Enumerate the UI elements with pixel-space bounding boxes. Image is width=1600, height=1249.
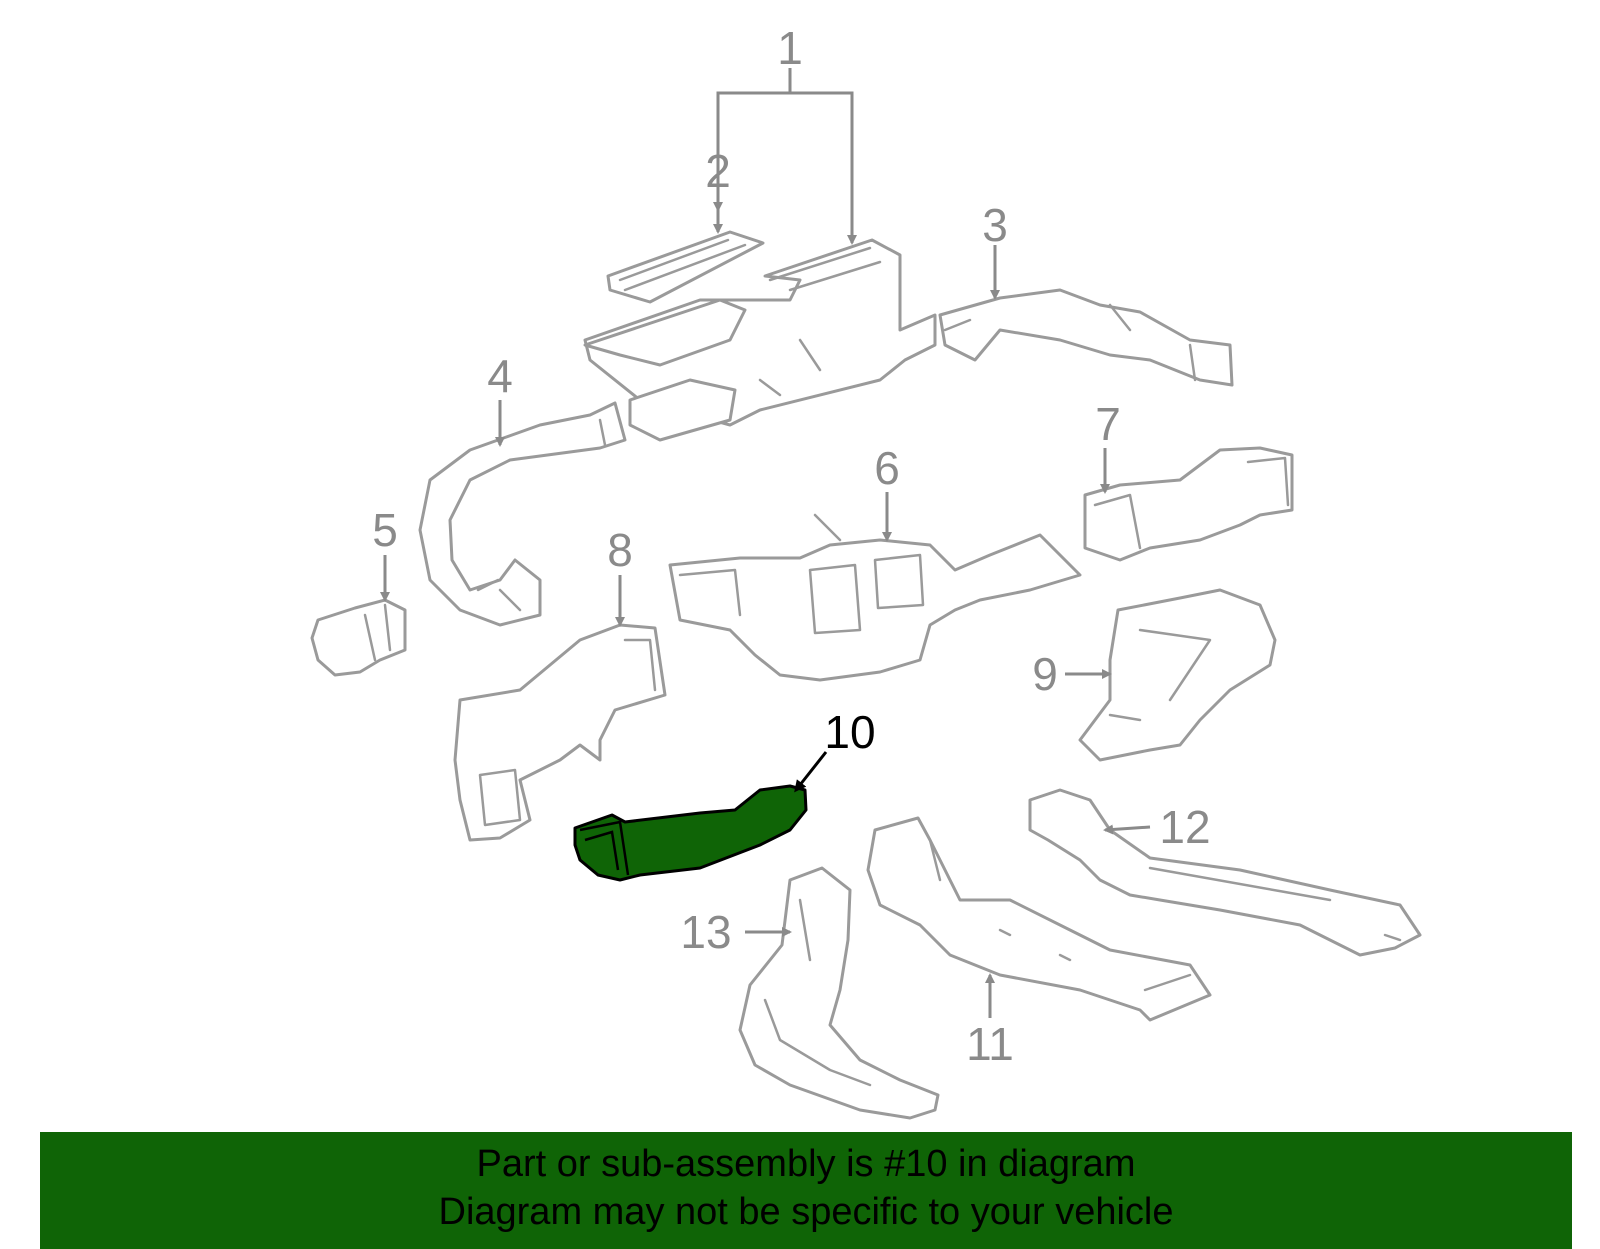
callout-11: 11 bbox=[966, 1018, 1014, 1070]
part-1-upper-duct bbox=[583, 238, 937, 442]
part-6-center-duct bbox=[668, 513, 1082, 682]
callout-6: 6 bbox=[874, 442, 900, 494]
callout-5: 5 bbox=[372, 504, 398, 556]
part-11-floor-duct-long bbox=[866, 816, 1212, 1022]
callout-10: 10 bbox=[824, 706, 875, 758]
banner-line-2: Diagram may not be specific to your vehi… bbox=[438, 1191, 1174, 1233]
part-2-vent-grille bbox=[606, 230, 765, 304]
banner-line-1: Part or sub-assembly is #10 in diagram bbox=[476, 1143, 1136, 1185]
callout-4: 4 bbox=[487, 350, 513, 402]
leader-12 bbox=[1103, 824, 1151, 835]
callout-8: 8 bbox=[607, 524, 633, 576]
part-9-rear-duct bbox=[1078, 588, 1277, 762]
leader-10 bbox=[794, 751, 828, 793]
callout-9: 9 bbox=[1032, 648, 1058, 700]
callout-13: 13 bbox=[680, 906, 731, 958]
callout-7: 7 bbox=[1095, 398, 1121, 450]
part-8-floor-duct bbox=[453, 623, 667, 842]
parts-diagram: 1 2 3 4 5 6 7 8 9 10 11 12 13 bbox=[310, 22, 1422, 1120]
callout-12: 12 bbox=[1159, 801, 1210, 853]
part-10-duct-highlighted bbox=[573, 784, 808, 882]
callout-1: 1 bbox=[777, 22, 803, 74]
info-banner: Part or sub-assembly is #10 in diagram D… bbox=[40, 1132, 1572, 1249]
callout-2: 2 bbox=[705, 145, 731, 197]
part-4-curved-duct bbox=[418, 401, 627, 627]
part-5-outlet bbox=[310, 598, 407, 677]
part-7-side-outlet bbox=[1083, 446, 1294, 562]
part-12-rear-floor-duct bbox=[1028, 788, 1422, 957]
callout-3: 3 bbox=[982, 199, 1008, 251]
part-3-side-duct bbox=[938, 288, 1234, 387]
bracket-part-1 bbox=[713, 68, 857, 245]
